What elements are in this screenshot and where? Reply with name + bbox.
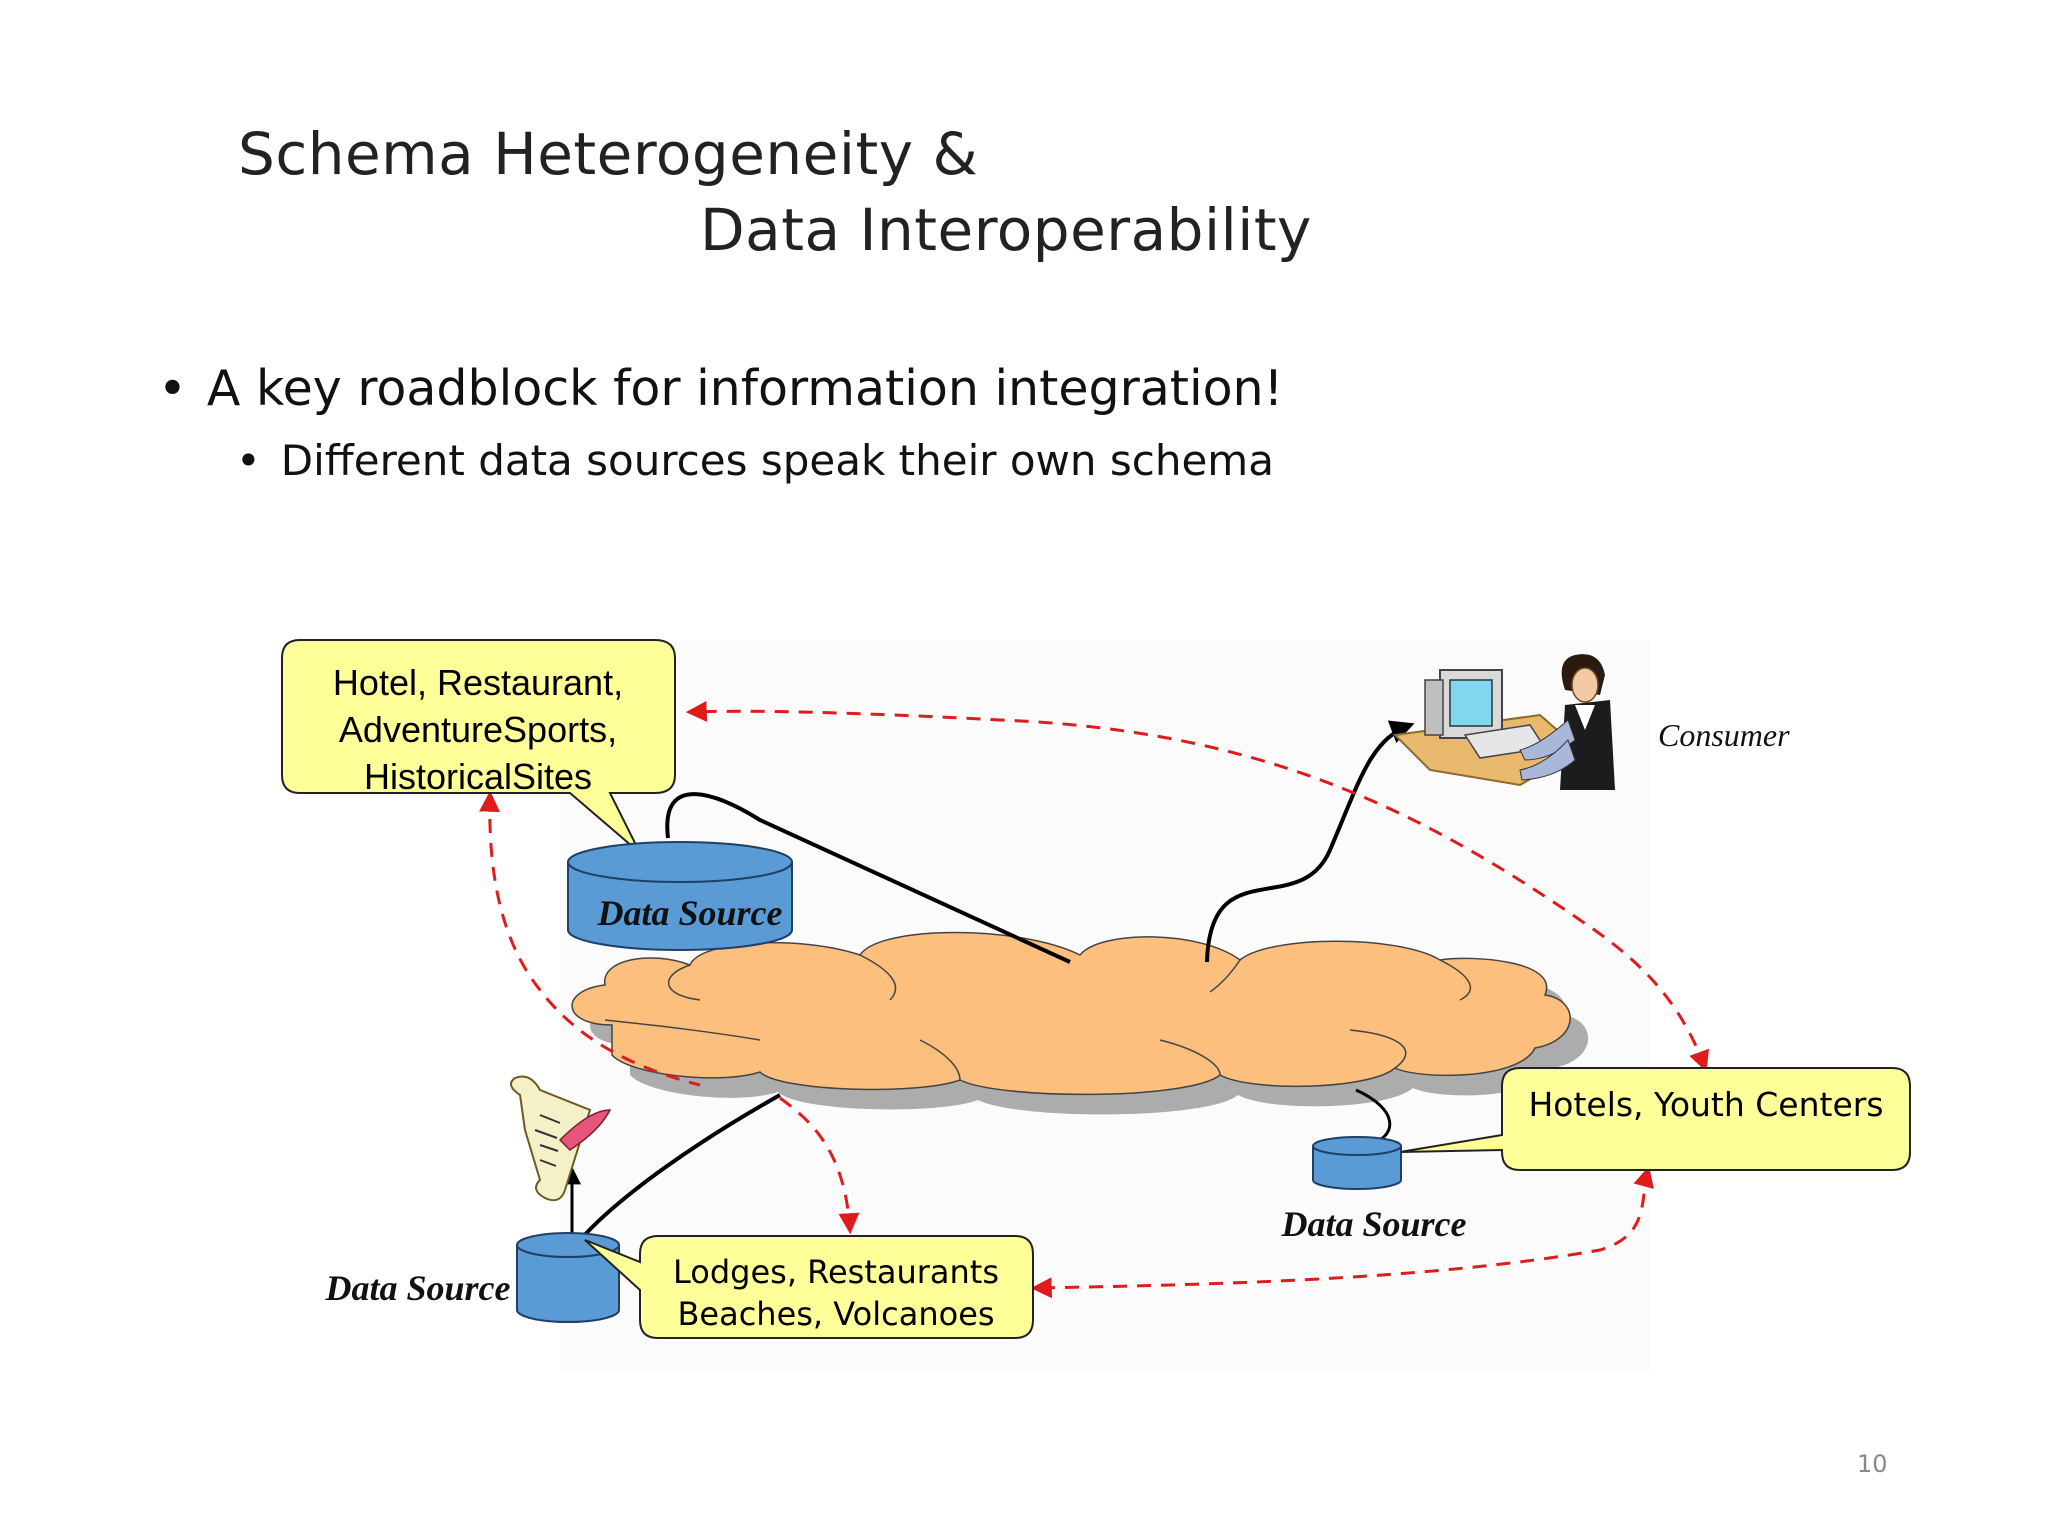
- bullet-main-text: A key roadblock for information integrat…: [206, 360, 1284, 417]
- network-cloud: [571, 931, 1589, 1115]
- scroll-document-icon: [510, 1075, 612, 1202]
- callout-right-text: Hotels, Youth Centers: [1528, 1085, 1883, 1124]
- bullet-dot-icon: •: [158, 360, 187, 417]
- consumer-label: Consumer: [1658, 717, 1790, 753]
- mapping-arrow-top-right: [685, 700, 1710, 1072]
- callout-top-left: Hotel, Restaurant, AdventureSports, Hist…: [281, 639, 676, 854]
- page-number: 10: [1857, 1450, 1888, 1478]
- callout-bottom-line1: Lodges, Restaurants: [673, 1253, 999, 1291]
- callout-bottom: Lodges, Restaurants Beaches, Volcanoes: [584, 1235, 1034, 1339]
- slide-title-line1: Schema Heterogeneity &: [238, 120, 979, 188]
- mapping-arrow-cloud-bottom: [779, 1096, 860, 1235]
- callout-right: Hotels, Youth Centers: [1399, 1067, 1911, 1171]
- data-source-bottom-label: Data Source: [324, 1268, 510, 1308]
- slide-title-line2: Data Interoperability: [700, 196, 1312, 264]
- bullet-sub: • Different data sources speak their own …: [236, 436, 1274, 485]
- consumer-computer-icon: [1392, 654, 1615, 790]
- database-right-icon: [1312, 1136, 1402, 1190]
- callout-top-left-line1: Hotel, Restaurant,: [333, 662, 623, 703]
- bullet-sub-text: Different data sources speak their own s…: [280, 436, 1274, 485]
- database-top-icon: [567, 841, 793, 951]
- bullet-main: • A key roadblock for information integra…: [158, 360, 1283, 417]
- callout-top-left-line3: HistoricalSites: [364, 756, 592, 797]
- connector-bottom-source: [578, 1093, 781, 1242]
- data-source-right-label: Data Source: [1280, 1204, 1466, 1244]
- callout-bottom-line2: Beaches, Volcanoes: [677, 1295, 994, 1333]
- bullet-dot-icon: •: [236, 436, 261, 485]
- callout-top-left-line2: AdventureSports,: [339, 709, 617, 750]
- mapping-arrow-top-left: [479, 790, 701, 1087]
- data-source-top-label: Data Source: [596, 893, 782, 933]
- database-bottom-icon: [516, 1232, 620, 1323]
- mapping-arrow-bottom-right: [1030, 1165, 1654, 1299]
